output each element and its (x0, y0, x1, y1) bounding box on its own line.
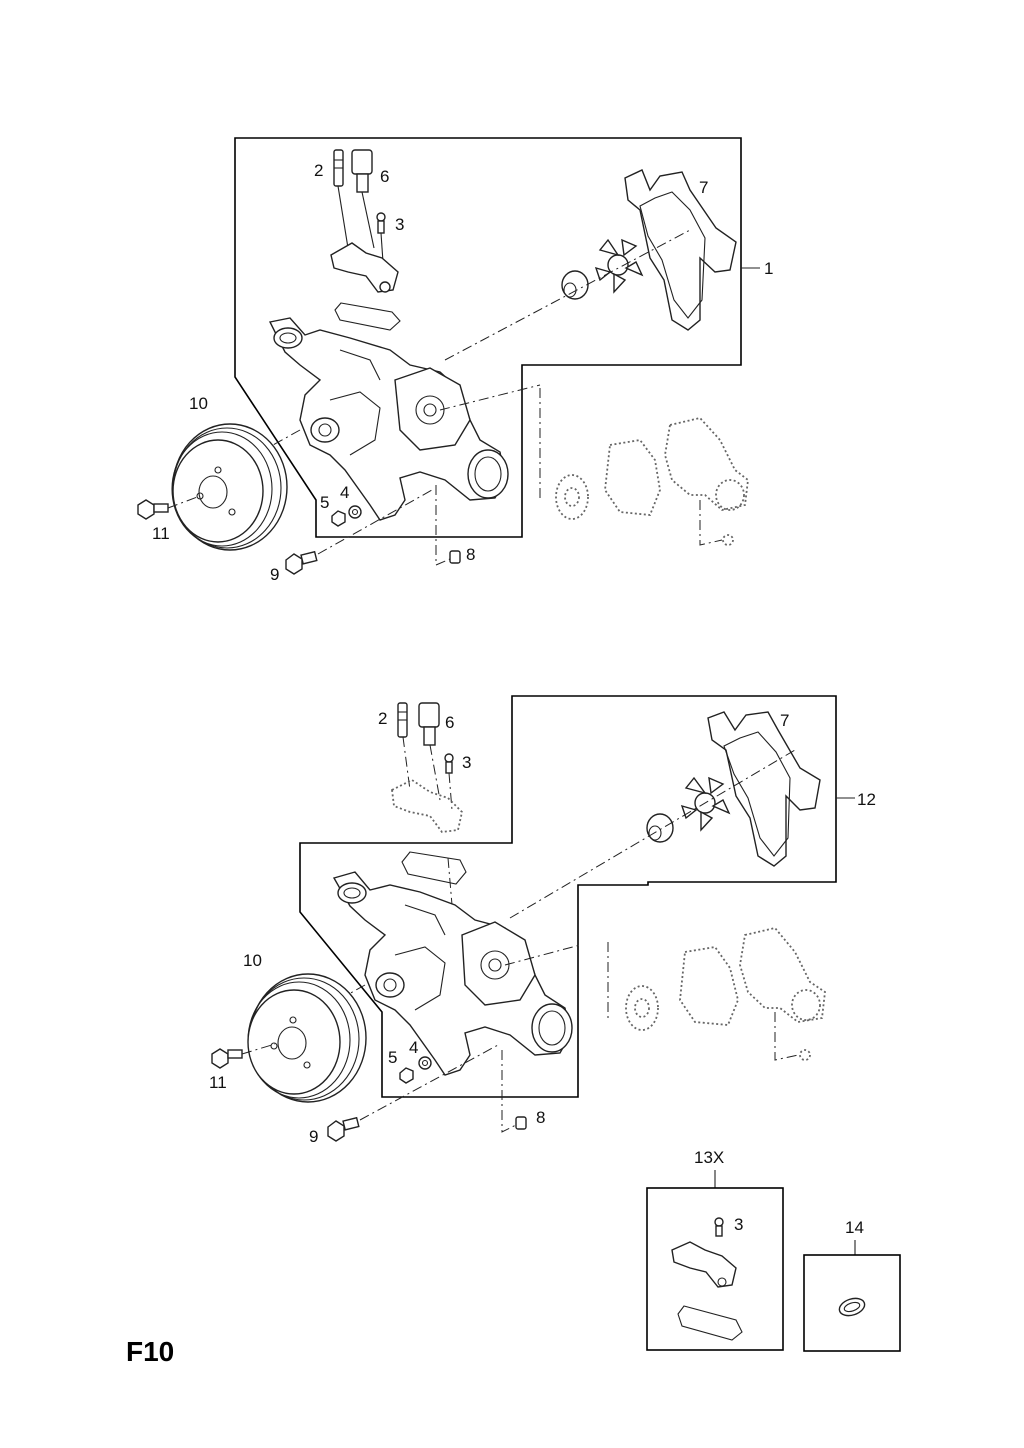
lower-phantom-bracket (391, 778, 463, 833)
kit-14-label: 14 (845, 1218, 864, 1237)
upper-bolt-part-11 (137, 495, 201, 520)
upper-washer-part-4 (348, 505, 362, 519)
upper-pulley-part-10 (171, 423, 288, 551)
lower-callouts: 2 6 3 7 12 10 5 4 11 9 8 (209, 709, 876, 1146)
kit-13x-screw (714, 1217, 724, 1237)
upper-bracket-gasket (334, 302, 401, 331)
lower-bolt-part-11 (211, 1043, 276, 1069)
upper-assembly: 2 6 3 7 1 10 5 4 11 9 8 (137, 137, 773, 584)
lower-bracket-gasket (401, 851, 467, 885)
lower-label-6: 6 (445, 713, 454, 732)
upper-pump-body (268, 317, 509, 521)
upper-axis-line (444, 229, 691, 361)
lower-label-5: 5 (388, 1048, 397, 1067)
lower-pump-body (332, 871, 573, 1076)
lower-label-10: 10 (243, 951, 262, 970)
lower-washer-part-4 (418, 1056, 432, 1070)
upper-plug-part-8 (435, 485, 461, 566)
lower-sensor-part-2 (397, 702, 411, 791)
upper-label-4: 4 (340, 483, 349, 502)
lower-label-9: 9 (309, 1127, 318, 1146)
lower-gasket-part-7 (707, 711, 821, 867)
kit-14-o-ring (838, 1297, 866, 1317)
upper-callouts: 2 6 3 7 1 10 5 4 11 9 8 (152, 161, 773, 584)
lower-label-3: 3 (462, 753, 471, 772)
upper-label-5: 5 (320, 493, 329, 512)
kit-13x-label: 13X (694, 1148, 724, 1167)
lower-screw-part-3 (444, 753, 454, 811)
kit-14-box (803, 1254, 901, 1352)
lower-label-7: 7 (780, 711, 789, 730)
upper-nut-part-5 (331, 510, 346, 527)
lower-assembly: 2 6 3 7 12 10 5 4 11 9 8 (209, 695, 876, 1146)
lower-kit-outline (299, 695, 837, 1098)
lower-impeller-seal (646, 813, 674, 843)
kit-14: 14 (803, 1218, 901, 1352)
upper-label-9: 9 (270, 565, 279, 584)
lower-nut-part-5 (399, 1067, 414, 1084)
lower-plug-part-8 (501, 1050, 527, 1133)
lower-label-8: 8 (536, 1108, 545, 1127)
lower-phantom-thermostat-housing (625, 926, 826, 1061)
upper-label-3: 3 (395, 215, 404, 234)
kit-13x-bracket (671, 1241, 737, 1288)
upper-label-6: 6 (380, 167, 389, 186)
upper-phantom-thermostat-housing (555, 417, 749, 546)
lower-label-11: 11 (209, 1073, 227, 1092)
lower-axis-line (509, 749, 796, 919)
upper-kit-outline (234, 137, 742, 538)
upper-label-2: 2 (314, 161, 323, 180)
page-code: F10 (126, 1336, 174, 1367)
lower-bolt-part-9 (327, 1044, 499, 1142)
upper-label-8: 8 (466, 545, 475, 564)
upper-screw-part-3 (376, 212, 386, 263)
upper-temperature-sender-part-6 (351, 149, 375, 249)
upper-sensor-part-2 (333, 149, 349, 249)
upper-label-7: 7 (699, 178, 708, 197)
upper-label-1: 1 (764, 259, 773, 278)
lower-temperature-sender-part-6 (418, 702, 441, 801)
lower-label-12: 12 (857, 790, 876, 809)
kit-13x-box (646, 1187, 784, 1351)
kit-13x-gasket (677, 1305, 743, 1341)
upper-impeller-seal (561, 270, 589, 300)
lower-label-2: 2 (378, 709, 387, 728)
lower-pulley-part-10 (247, 973, 367, 1103)
upper-label-10: 10 (189, 394, 208, 413)
lower-impeller (680, 776, 731, 832)
kit-13x-label-3: 3 (734, 1215, 743, 1234)
upper-impeller (594, 238, 644, 294)
upper-gasket-part-7 (624, 169, 737, 331)
kit-13x: 13X 3 (646, 1148, 784, 1351)
upper-bolt-part-9 (285, 489, 433, 575)
lower-label-4: 4 (409, 1038, 418, 1057)
upper-label-11: 11 (152, 524, 170, 543)
upper-housing-bracket (330, 242, 399, 293)
